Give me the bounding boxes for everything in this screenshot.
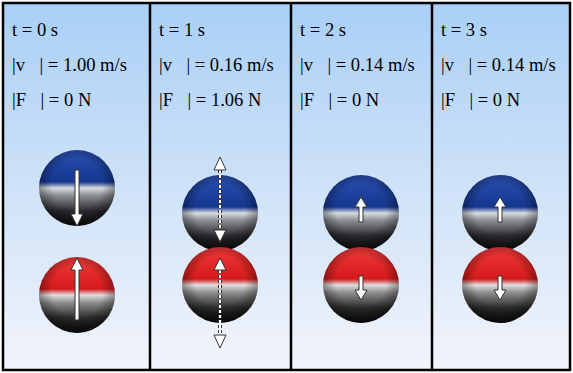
panel-value: |F⃗| = 0 N	[441, 90, 569, 109]
panel-value: t = 2 s	[300, 20, 431, 39]
time-panel: t = 1 s |v⃗| = 0.16 m/s |F⃗| = 1.06 N	[151, 4, 290, 369]
panel-value: |v⃗| = 0.16 m/s	[159, 55, 290, 74]
panel-value: |F⃗| = 0 N	[12, 90, 149, 109]
panel-value: |F⃗| = 1.06 N	[159, 90, 290, 109]
time-panel: t = 0 s |v⃗| = 1.00 m/s |F⃗| = 0 N	[4, 4, 149, 369]
panel-value: |v⃗| = 1.00 m/s	[12, 55, 149, 74]
panel-value: t = 1 s	[159, 20, 290, 39]
panel-value: |v⃗| = 0.14 m/s	[300, 55, 431, 74]
panel-value: |F⃗| = 0 N	[300, 90, 431, 109]
panel-value: t = 3 s	[441, 20, 569, 39]
panel-value: t = 0 s	[12, 20, 149, 39]
panel-value: |v⃗| = 0.14 m/s	[441, 55, 569, 74]
time-panel: t = 2 s |v⃗| = 0.14 m/s |F⃗| = 0 N	[292, 4, 431, 369]
time-panel: t = 3 s |v⃗| = 0.14 m/s |F⃗| = 0 N	[433, 4, 569, 369]
